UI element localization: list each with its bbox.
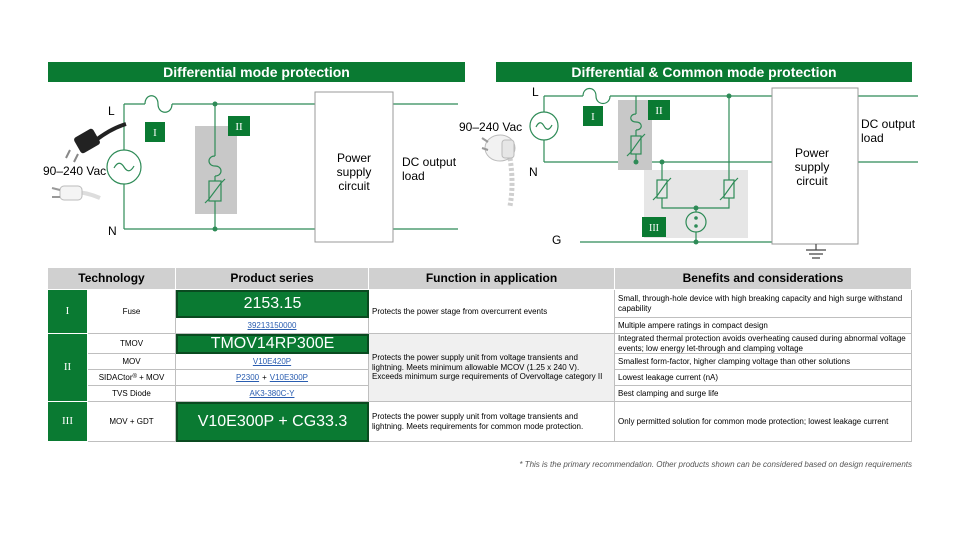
power-supply-text-3: circuit bbox=[338, 179, 370, 193]
col-technology: Technology bbox=[48, 268, 176, 290]
power-supply-text-2-right: supply bbox=[795, 160, 830, 174]
link-tvs[interactable]: AK3-380C-Y bbox=[249, 388, 295, 398]
schuko-plug-icon bbox=[481, 134, 516, 207]
dc-output-text-2-right: load bbox=[861, 131, 884, 145]
link-v10e300p[interactable]: V10E300P bbox=[269, 372, 309, 382]
power-supply-text-1-right: Power bbox=[795, 146, 829, 160]
level-iii-label: III bbox=[649, 223, 659, 234]
neutral-label-right: N bbox=[529, 165, 538, 179]
tech-sidactor-sup: ® bbox=[132, 373, 137, 380]
fuse-symbol-right bbox=[582, 87, 611, 105]
tech-tmov: TMOV bbox=[88, 334, 176, 354]
col-benefits: Benefits and considerations bbox=[615, 268, 912, 290]
dc-output-text-1: DC output bbox=[402, 155, 457, 169]
function-level-iii: Protects the power supply unit from volt… bbox=[369, 402, 615, 442]
benefit-sidactor: Lowest leakage current (nA) bbox=[615, 370, 912, 386]
benefit-mov: Smallest form-factor, higher clamping vo… bbox=[615, 354, 912, 370]
power-supply-text-3-right: circuit bbox=[796, 174, 828, 188]
benefit-tvs: Best clamping and surge life bbox=[615, 386, 912, 402]
product-mov[interactable]: V10E420P bbox=[176, 354, 369, 370]
level-ii-label-right: II bbox=[655, 105, 663, 117]
line-label-right: L bbox=[532, 85, 539, 99]
footnote: * This is the primary recommendation. Ot… bbox=[519, 460, 912, 469]
level-ii-badge-right bbox=[648, 100, 670, 120]
dc-output-text-1-right: DC output bbox=[861, 117, 916, 131]
line-label: L bbox=[108, 104, 115, 118]
power-supply-block bbox=[314, 91, 394, 243]
white-plug-icon bbox=[51, 185, 101, 201]
power-supply-block-right bbox=[771, 87, 859, 245]
power-supply-text-2: supply bbox=[337, 165, 372, 179]
tech-sidactor-tail: + MOV bbox=[136, 372, 165, 382]
fuse-symbol bbox=[144, 95, 173, 113]
product-tmov[interactable]: TMOV14RP300E bbox=[176, 334, 369, 354]
level-ii-badge bbox=[228, 116, 250, 136]
voltage-label: 90–240 Vac bbox=[43, 164, 106, 178]
level-i-label: I bbox=[153, 127, 157, 139]
header-differential: Differential mode protection bbox=[48, 62, 465, 82]
tech-tvs: TVS Diode bbox=[88, 386, 176, 402]
power-supply-text-1: Power bbox=[337, 151, 371, 165]
function-fuse: Protects the power stage from overcurren… bbox=[369, 290, 615, 334]
level-i-badge-right bbox=[583, 106, 603, 126]
protection-table: Technology Product series Function in ap… bbox=[48, 268, 912, 456]
level-ii-shade-right bbox=[618, 100, 652, 170]
level-i-label-right: I bbox=[591, 111, 595, 123]
neutral-label: N bbox=[108, 224, 117, 238]
benefit-mov-gdt: Only permitted solution for common mode … bbox=[615, 402, 912, 442]
benefit-fuse-primary: Small, through-hole device with high bre… bbox=[615, 290, 912, 318]
voltage-label-right: 90–240 Vac bbox=[459, 120, 522, 134]
tech-mov: MOV bbox=[88, 354, 176, 370]
ground-symbol bbox=[806, 244, 826, 259]
level-ii-shade bbox=[195, 126, 237, 214]
thermal-fuse-symbol bbox=[208, 155, 222, 177]
col-product-series: Product series bbox=[176, 268, 369, 290]
product-tvs[interactable]: AK3-380C-Y bbox=[176, 386, 369, 402]
black-plug-icon bbox=[65, 122, 127, 163]
tech-sidactor-main: SIDACtor bbox=[98, 372, 133, 382]
level-ii-cell: II bbox=[48, 334, 88, 402]
benefit-fuse-alt: Multiple ampere ratings in compact desig… bbox=[615, 318, 912, 334]
product-fuse-primary[interactable]: 2153.15 bbox=[176, 290, 369, 318]
plus-sign: + bbox=[262, 372, 267, 382]
level-i-badge bbox=[145, 122, 165, 142]
product-mov-gdt[interactable]: V10E300P + CG33.3 bbox=[176, 402, 369, 442]
level-i-cell: I bbox=[48, 290, 88, 334]
function-level-ii: Protects the power supply unit from volt… bbox=[369, 334, 615, 402]
link-mov[interactable]: V10E420P bbox=[252, 356, 292, 366]
col-function: Function in application bbox=[369, 268, 615, 290]
level-iii-cell: III bbox=[48, 402, 88, 442]
benefit-tmov: Integrated thermal protection avoids ove… bbox=[615, 334, 912, 354]
ground-label: G bbox=[552, 233, 561, 247]
level-iii-badge bbox=[642, 217, 666, 237]
product-sidactor: P2300+V10E300P bbox=[176, 370, 369, 386]
tech-sidactor: SIDACtor® + MOV bbox=[88, 370, 176, 386]
tech-mov-gdt: MOV + GDT bbox=[88, 402, 176, 442]
header-differential-common: Differential & Common mode protection bbox=[496, 62, 912, 82]
link-fuse-alt[interactable]: 39213150000 bbox=[247, 320, 297, 330]
dc-output-text-2: load bbox=[402, 169, 425, 183]
level-ii-label: II bbox=[235, 121, 243, 133]
link-p2300[interactable]: P2300 bbox=[235, 372, 260, 382]
differential-mode-diagram: I II Power supply circuit DC output load… bbox=[43, 91, 458, 243]
tech-fuse: Fuse bbox=[88, 290, 176, 334]
product-fuse-alt[interactable]: 39213150000 bbox=[176, 318, 369, 334]
common-mode-diagram: I II III Power supply circuit DC output … bbox=[459, 85, 918, 259]
